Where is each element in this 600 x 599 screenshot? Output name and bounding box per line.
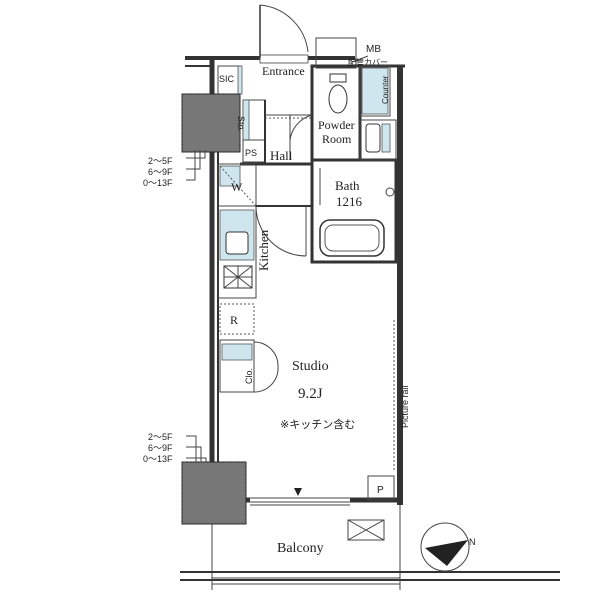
entrance-door [259,4,309,64]
storage-ps [242,99,266,164]
p-label: P [377,485,384,496]
kitchen-label: Kitchen [256,229,271,271]
window-marker [294,488,302,496]
balcony [180,505,560,590]
powder-room-label-1: Powder [318,118,355,132]
entrance-label: Entrance [262,64,305,78]
floor-note-lower-2: 6～9F [148,443,173,453]
floor-leader-lines [186,55,369,462]
lower-shaft [181,461,247,525]
sic-label: SIC [219,74,235,84]
studio-label: Studio [292,359,329,374]
kitchen-area [217,205,312,299]
studio-size-label: 9.2J [298,386,323,402]
sto-label: Sto. [236,116,246,132]
floor-note-upper-1: 2～5F [148,156,173,166]
picture-rail-label: Picture rail [400,385,410,428]
powder-room-label-2: Room [322,132,352,146]
compass [420,522,470,572]
hall-label: Hall [270,148,293,163]
mb-sub-label: 配管カバー [348,57,388,67]
compass-north-label: N [469,537,476,547]
refrigerator-label: R [230,313,238,327]
closet-label: Clo. [244,368,254,384]
floor-note-upper-2: 6～9F [148,167,173,177]
floor-note-lower-3: 0～13F [143,454,173,464]
bath-label: Bath [335,178,360,193]
floor-note-upper-3: 0～13F [143,178,173,188]
bath-room [310,119,398,264]
closet [219,339,279,393]
upper-shaft [181,93,241,153]
counter-label: Counter [381,75,390,104]
washer-label: W [231,180,243,194]
refrigerator-space [219,303,255,335]
ps-label: PS [245,148,257,158]
p-box [367,475,395,501]
studio-note-label: ※キッチン含む [280,417,355,431]
bath-size-label: 1216 [336,194,363,209]
mb-label: MB [366,44,381,55]
floor-note-lower-1: 2～5F [148,432,173,442]
washer-area [217,163,257,207]
balcony-label: Balcony [277,541,324,556]
